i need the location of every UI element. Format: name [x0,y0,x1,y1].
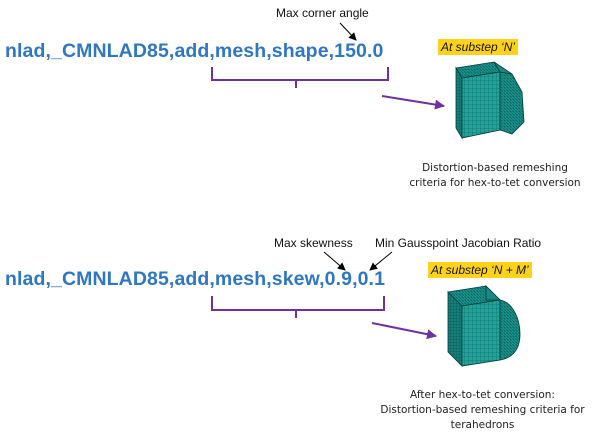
skew-command-text: nlad,_CMNLAD85,add,mesh,skew,0.9,0.1 [5,268,386,290]
bottom-caption-line-3: terahedrons [450,419,515,431]
bottom-arrow-to-model [371,322,437,340]
hex-mesh-model [455,61,525,140]
bottom-bracket [211,296,385,311]
corner-angle-pointer-arrow [339,22,357,41]
skewness-pointer-arrow [323,251,346,271]
bottom-caption-line-1: After hex-to-tet conversion: [410,389,555,401]
bottom-caption-line-2: Distortion-based remeshing criteria for [380,404,585,416]
substep-n-badge: At substep ‘N’ [438,39,519,55]
top-bracket [211,67,389,81]
top-caption-line-2: criteria for hex-to-tet conversion [409,177,581,189]
bottom-caption: After hex-to-tet conversion: Distortion-… [375,388,590,433]
jacobian-pointer-arrow [369,251,393,271]
shape-command-text: nlad,_CMNLAD85,add,mesh,shape,150.0 [5,40,384,62]
max-corner-angle-label: Max corner angle [276,6,369,20]
min-jacobian-ratio-label: Min Gausspoint Jacobian Ratio [375,236,542,250]
substep-nm-badge: At substep ‘N + M’ [428,262,532,278]
tet-mesh-model [447,285,521,367]
top-caption-line-1: Distortion-based remeshing [422,162,568,174]
top-arrow-to-model [381,95,445,110]
max-skewness-label: Max skewness [274,236,353,250]
top-caption: Distortion-based remeshing criteria for … [400,161,590,191]
